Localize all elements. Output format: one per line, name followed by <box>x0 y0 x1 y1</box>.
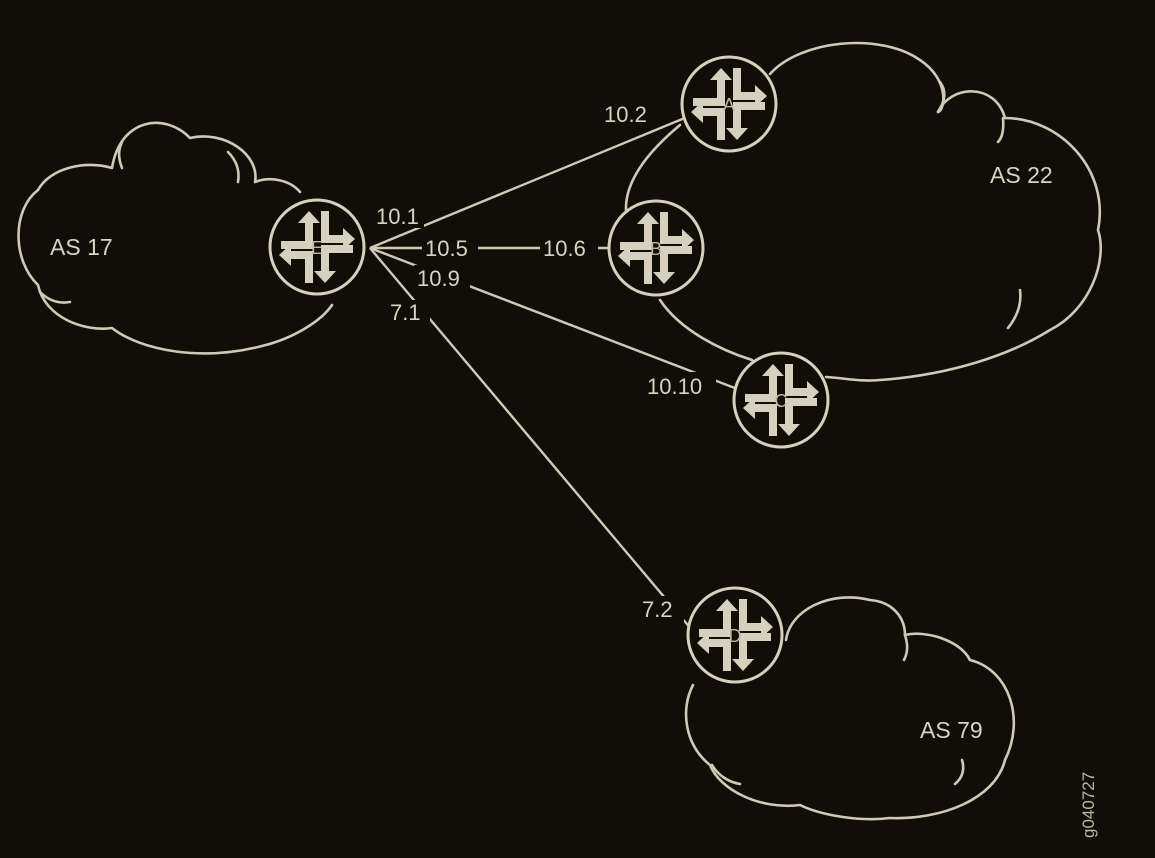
router-e-label: E <box>311 238 323 258</box>
interface-label-d-e: 7.2 <box>642 597 673 622</box>
as22-label: AS 22 <box>990 162 1053 188</box>
interface-label-b-e: 10.6 <box>543 236 586 261</box>
as17-label: AS 17 <box>50 234 113 260</box>
router-e: E <box>268 198 366 296</box>
router-b-label: B <box>650 239 662 259</box>
router-d: D <box>686 586 784 684</box>
interface-label-c-e: 10.10 <box>647 374 702 399</box>
interface-label-e-c: 10.9 <box>417 266 460 291</box>
as79-label: AS 79 <box>920 717 983 743</box>
interface-label-e-a: 10.1 <box>376 204 419 229</box>
as79-cloud <box>684 596 1016 821</box>
interface-label-e-d: 7.1 <box>390 300 421 325</box>
router-a-label: A <box>723 95 735 115</box>
router-a: A <box>680 55 778 153</box>
interface-label-a-e: 10.2 <box>604 102 647 127</box>
router-c-label: C <box>775 391 788 411</box>
interface-label-e-b: 10.5 <box>425 236 468 261</box>
router-b: B <box>607 199 705 297</box>
router-c: C <box>732 351 830 449</box>
router-d-label: D <box>729 626 742 646</box>
figure-id: g040727 <box>1079 772 1098 838</box>
as17-cloud <box>17 121 334 355</box>
as22-cloud <box>624 41 1102 382</box>
